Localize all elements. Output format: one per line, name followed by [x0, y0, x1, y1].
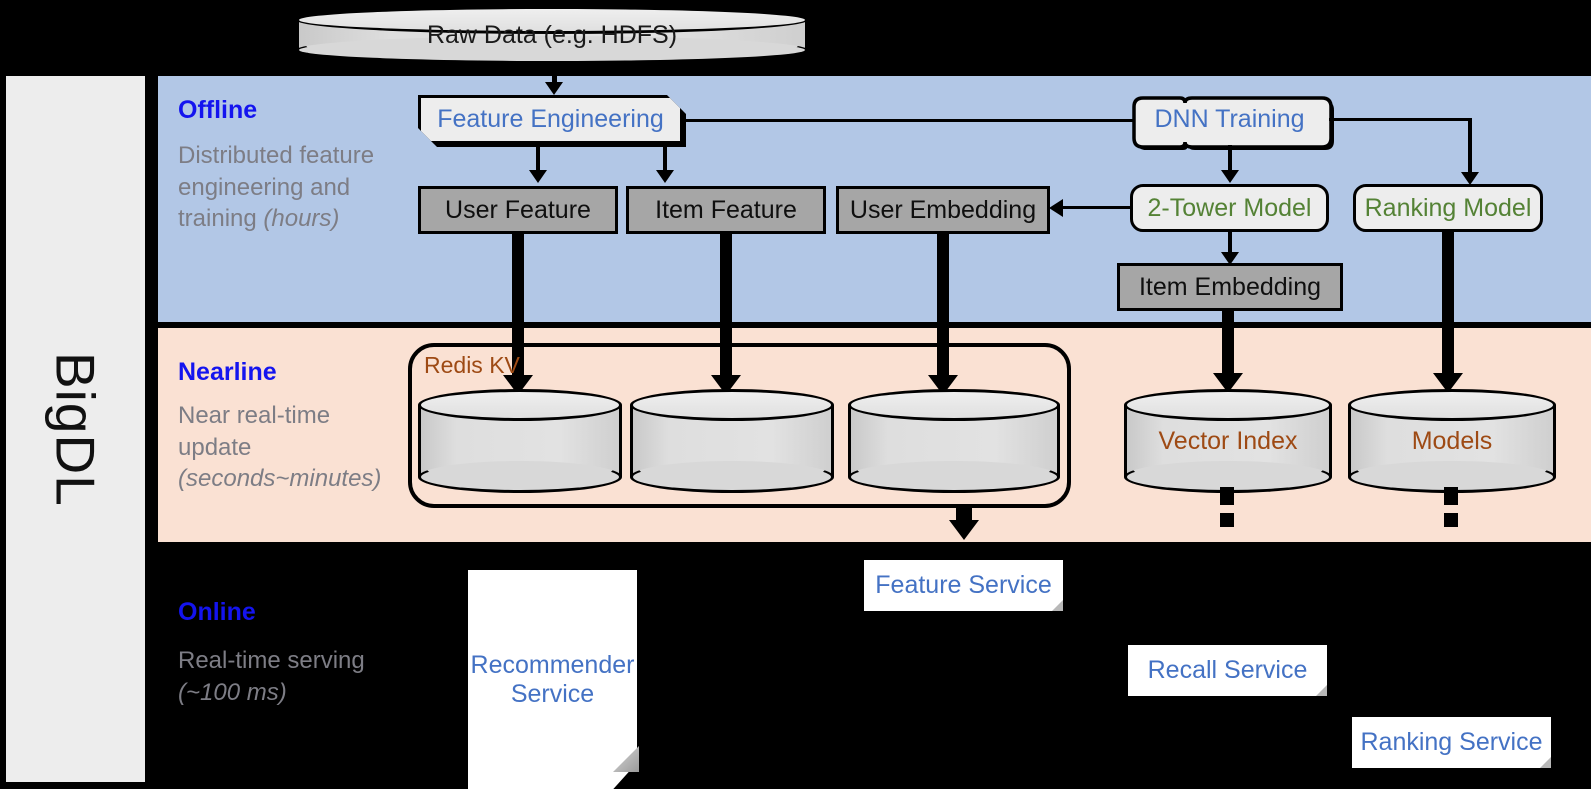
vector-index-label: Vector Index	[1158, 426, 1298, 455]
bigdl-label: BigDL	[44, 351, 107, 507]
arrowhead-fe-itemfeature	[656, 170, 674, 183]
kv-store-3-label	[848, 389, 1060, 493]
connector-dnn-ranking-v	[1468, 118, 1472, 176]
user-embedding-box[interactable]: User Embedding	[836, 186, 1050, 234]
recall-service-fold-icon	[1316, 685, 1327, 696]
recall-service-box[interactable]: Recall Service	[1128, 645, 1327, 696]
user-feature-label: User Feature	[445, 195, 591, 224]
pipe-itemembedding-vectorindex	[1222, 311, 1234, 380]
dnn-training-label: DNN Training	[1154, 105, 1305, 133]
raw-data-cylinder: Raw Data (e.g. HDFS)	[296, 6, 808, 64]
online-stage-description: Real-time serving (~100 ms)	[178, 645, 403, 708]
two-tower-model-label: 2-Tower Model	[1147, 193, 1312, 222]
kv-store-3-cylinder[interactable]	[848, 389, 1060, 493]
kv-store-1-cylinder[interactable]	[418, 389, 622, 493]
online-desc-text: Real-time serving	[178, 647, 365, 674]
arrowhead-fe-userfeature	[529, 170, 547, 183]
connector-fe-itemfeature	[663, 144, 667, 174]
user-feature-box[interactable]: User Feature	[418, 186, 618, 234]
arrowhead-rankingmodel-models	[1433, 373, 1463, 393]
connector-stub-models-2	[1444, 513, 1458, 527]
models-label: Models	[1411, 426, 1493, 455]
ranking-model-label: Ranking Model	[1364, 193, 1532, 222]
nearline-desc-emphasis: (seconds~minutes)	[178, 465, 382, 493]
connector-stub-vectorindex-1	[1220, 487, 1234, 505]
item-feature-label: Item Feature	[655, 195, 797, 224]
item-embedding-box[interactable]: Item Embedding	[1117, 263, 1343, 311]
recommender-service-box[interactable]: Recommender Service	[468, 570, 637, 789]
offline-desc-text: Distributed feature engineering and trai…	[178, 142, 375, 233]
dnn-training-box[interactable]: DNN Training	[1130, 95, 1334, 150]
recommender-service-label: Recommender Service	[470, 650, 635, 708]
pipe-rankingmodel-models	[1442, 232, 1454, 380]
connector-stub-vectorindex-2	[1220, 513, 1234, 527]
connector-dnn-ranking-h	[1329, 118, 1471, 121]
models-cylinder[interactable]: Models	[1348, 389, 1556, 493]
connector-dnn-twotower	[1228, 145, 1232, 174]
connector-twotower-userembedding	[1063, 206, 1133, 209]
kv-store-2-cylinder[interactable]	[630, 389, 834, 493]
arrowhead-dnn-ranking	[1461, 172, 1479, 185]
ranking-model-box[interactable]: Ranking Model	[1353, 184, 1543, 232]
feature-service-label: Feature Service	[875, 571, 1052, 599]
user-embedding-label: User Embedding	[849, 195, 1037, 224]
connector-fe-userfeature	[536, 144, 540, 174]
feature-service-box[interactable]: Feature Service	[864, 560, 1063, 611]
connector-stub-models-1	[1444, 487, 1458, 505]
item-feature-box[interactable]: Item Feature	[626, 186, 826, 234]
arrowhead-itemembedding-vectorindex	[1213, 373, 1243, 393]
nearline-stage-title: Nearline	[178, 358, 277, 386]
two-tower-model-box[interactable]: 2-Tower Model	[1130, 184, 1329, 232]
ranking-service-box[interactable]: Ranking Service	[1352, 717, 1551, 768]
nearline-stage-description: Near real-time update (seconds~minutes)	[178, 400, 403, 495]
offline-stage-title: Offline	[178, 96, 258, 124]
feature-engineering-label: Feature Engineering	[437, 105, 664, 133]
offline-desc-emphasis: (hours)	[263, 205, 340, 233]
connector-fe-dnn	[683, 119, 1142, 122]
vector-index-cylinder[interactable]: Vector Index	[1124, 389, 1332, 493]
offline-stage-description: Distributed feature engineering and trai…	[178, 140, 403, 235]
arrowhead-twotower-userembedding	[1049, 199, 1063, 217]
online-stage-title: Online	[178, 598, 256, 626]
redis-kv-label: Redis KV	[424, 352, 520, 378]
feature-service-fold-icon	[1052, 600, 1063, 611]
recall-service-label: Recall Service	[1147, 656, 1308, 684]
connector-twotower-itemembedding	[1228, 232, 1232, 258]
redis-kv-container	[408, 343, 1071, 508]
nearline-desc-text: Near real-time update	[178, 402, 331, 461]
arrowhead-rawdata-fe	[545, 82, 563, 95]
arrowhead-twotower-itemembedding	[1221, 252, 1239, 265]
connector-rawdata-fe	[552, 64, 557, 85]
arrowhead-dnn-twotower	[1221, 170, 1239, 183]
arrowhead-redis-featureservice	[949, 520, 979, 540]
raw-data-label: Raw Data (e.g. HDFS)	[426, 20, 678, 49]
item-embedding-label: Item Embedding	[1138, 272, 1322, 301]
bigdl-rail: BigDL	[6, 76, 145, 782]
ranking-service-label: Ranking Service	[1360, 728, 1543, 756]
kv-store-1-label	[418, 389, 622, 493]
online-desc-emphasis: (~100 ms)	[178, 678, 287, 706]
feature-engineering-box[interactable]: Feature Engineering	[418, 95, 683, 144]
ranking-service-fold-icon	[1540, 757, 1551, 768]
kv-store-2-label	[630, 389, 834, 493]
